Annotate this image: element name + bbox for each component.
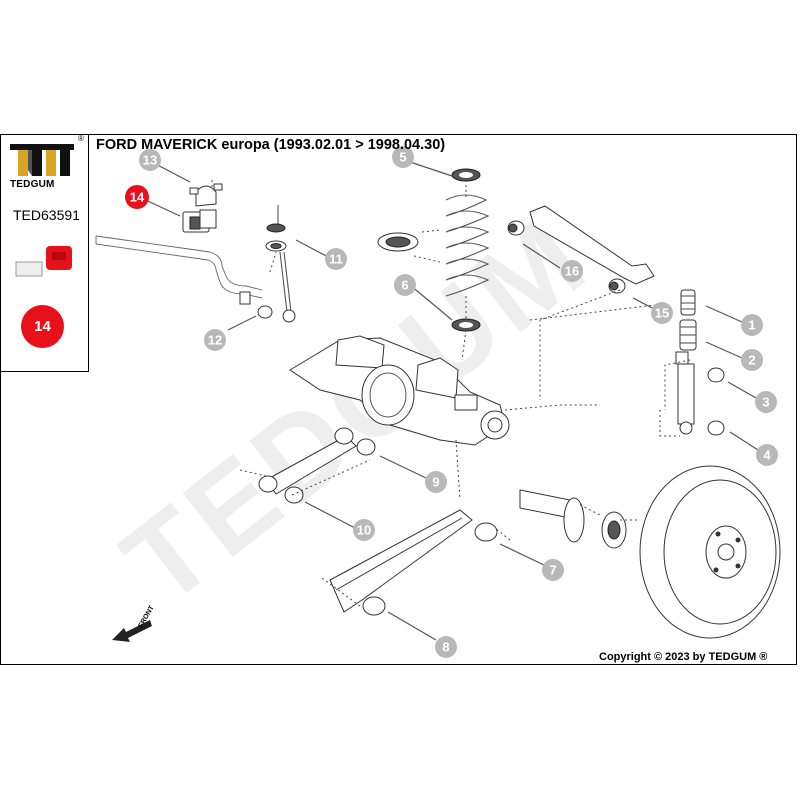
trailing-arm	[329, 509, 498, 616]
callout-14-marker	[125, 185, 149, 209]
registered-mark: ®	[78, 134, 84, 143]
callout-11-marker	[325, 248, 347, 270]
callout-7-label: 7	[549, 563, 556, 578]
callout-6-marker	[394, 274, 416, 296]
callout-4-label: 4	[763, 448, 771, 463]
callout-3-marker	[755, 391, 777, 413]
callout-8-marker	[435, 636, 457, 658]
callout-9-marker	[425, 471, 447, 493]
callout-12-marker	[204, 329, 226, 351]
part-thumbnail	[15, 246, 72, 277]
vehicle-title: FORD MAVERICK europa (1993.02.01 > 1998.…	[96, 137, 446, 153]
callout-13-label: 13	[143, 153, 157, 168]
callout-8-label: 8	[442, 640, 449, 655]
callout-5-label: 5	[399, 150, 406, 165]
callout-1-marker	[741, 314, 763, 336]
callout-10-label: 10	[357, 523, 371, 538]
part-info-panel	[0, 134, 89, 372]
callout-2-label: 2	[748, 353, 755, 368]
lower-arm	[258, 427, 376, 504]
part-number: TED63591	[13, 207, 80, 223]
callout-9-label: 9	[432, 475, 439, 490]
callout-6-label: 6	[401, 278, 408, 293]
bushing	[182, 209, 217, 233]
callout-16-label: 16	[565, 264, 579, 279]
callout-15-label: 15	[655, 306, 669, 321]
clamp	[189, 183, 223, 207]
copyright-notice: Copyright © 2023 by TEDGUM ®	[599, 651, 768, 663]
callout-2-marker	[741, 349, 763, 371]
upper-arm	[507, 205, 655, 294]
callout-1-label: 1	[748, 318, 755, 333]
callout-7-marker	[542, 559, 564, 581]
callout-4-marker	[756, 444, 778, 466]
callout-5-marker	[392, 146, 414, 168]
callout-15-marker	[651, 302, 673, 324]
drop-link	[257, 205, 296, 323]
brand-name: TEDGUM	[10, 179, 55, 190]
callout-14-label: 14	[130, 190, 145, 205]
wheel-hub-and-drum	[519, 465, 781, 639]
diagram-frame	[0, 134, 797, 665]
stabilizer-bar	[95, 235, 263, 305]
rear-axle-beam	[289, 335, 510, 446]
callout-13-marker	[139, 149, 161, 171]
callout-3-label: 3	[762, 395, 769, 410]
part-position-badge: 14	[21, 305, 64, 348]
callout-12-label: 12	[208, 333, 222, 348]
leader-arrows	[136, 157, 759, 641]
callout-10-marker	[353, 519, 375, 541]
callout-11-label: 11	[329, 252, 343, 267]
callout-16-marker	[561, 260, 583, 282]
tedgum-logo	[10, 144, 74, 176]
shock-absorber	[675, 289, 725, 436]
